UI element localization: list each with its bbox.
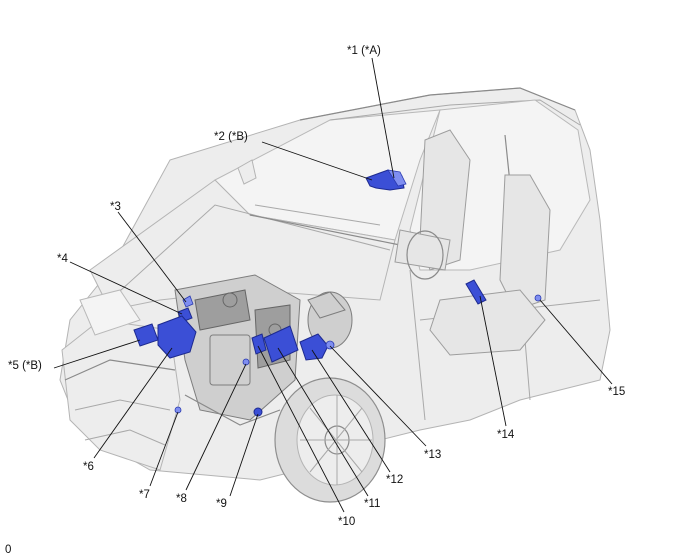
callout-9: *9 [216, 498, 227, 510]
callout-5: *5 (*B) [8, 360, 42, 372]
leader-line-5 [53, 339, 141, 369]
leader-line-2 [261, 141, 373, 181]
callout-4: *4 [57, 253, 68, 265]
leader-line-3 [117, 211, 187, 303]
callout-8: *8 [176, 493, 187, 505]
component-15-sensor [534, 294, 542, 302]
leader-lines [53, 57, 613, 513]
callout-labels: *1 (*A) *2 (*B) *3 *4 *5 (*B) *6 *7 *8 *… [5, 45, 625, 556]
leader-line-8 [185, 363, 247, 491]
component-9-sensor [253, 407, 263, 417]
figure-code: 0 [5, 544, 11, 556]
component-11-ecu [263, 325, 299, 363]
engine-compartment [174, 274, 353, 426]
component-1-sensor [387, 169, 407, 187]
callout-14: *14 [497, 429, 515, 441]
callout-12: *12 [386, 474, 403, 486]
callout-3: *3 [110, 201, 121, 213]
component-13-sensor [325, 340, 335, 350]
component-10-part [251, 333, 267, 355]
leader-line-9 [229, 413, 259, 497]
leader-line-12 [311, 349, 391, 473]
front-wheel [274, 377, 386, 503]
highlighted-components [133, 169, 542, 417]
leader-line-4 [69, 261, 183, 315]
callout-1: *1 (*A) [347, 45, 381, 57]
callout-11: *11 [364, 498, 380, 510]
leader-line-7 [149, 411, 179, 487]
front-seats [394, 129, 551, 356]
component-3-connector [182, 295, 194, 308]
callout-10: *10 [338, 516, 355, 528]
leader-line-6 [93, 347, 173, 459]
callout-7: *7 [139, 489, 150, 501]
component-6-module [157, 315, 197, 359]
callout-15: *15 [608, 386, 625, 398]
callout-2: *2 (*B) [214, 131, 248, 143]
leader-line-1 [371, 57, 395, 179]
leader-line-15 [539, 299, 613, 385]
component-14-part [465, 279, 487, 305]
leader-line-14 [479, 295, 507, 427]
callout-6: *6 [83, 461, 94, 473]
callout-13: *13 [424, 449, 441, 461]
leader-line-10 [257, 345, 345, 513]
leader-line-11 [277, 347, 369, 497]
component-12-actuator [299, 333, 329, 361]
leader-line-13 [329, 345, 427, 447]
